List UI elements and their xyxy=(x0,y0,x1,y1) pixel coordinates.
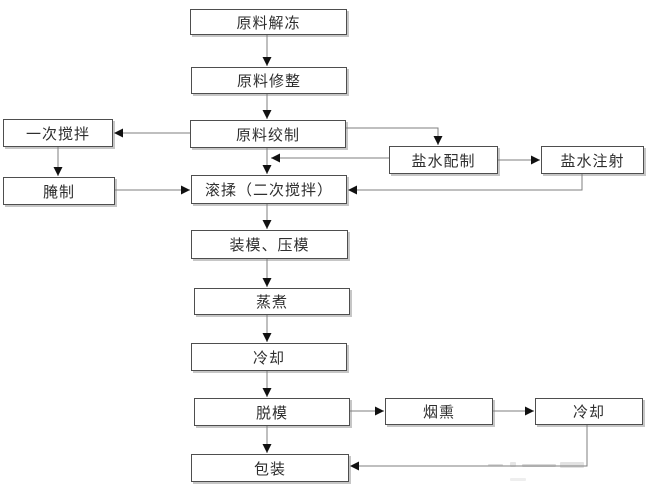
watermark-artifact xyxy=(560,462,584,468)
watermark-artifact xyxy=(510,462,516,467)
node-trim: 原料修整 xyxy=(191,67,347,94)
node-tumble: 滚揉（二次搅拌） xyxy=(191,175,347,204)
node-first-mix: 一次搅拌 xyxy=(3,119,113,147)
node-mold-press: 装模、压模 xyxy=(191,230,348,259)
watermark-artifact xyxy=(488,464,503,466)
edge-grind-brine-prep xyxy=(346,127,443,145)
node-brine-prep: 盐水配制 xyxy=(389,146,498,174)
node-cure: 腌制 xyxy=(3,177,115,205)
node-grind: 原料绞制 xyxy=(190,120,346,148)
node-demold: 脱模 xyxy=(194,398,350,426)
node-thaw: 原料解冻 xyxy=(190,9,347,35)
node-smoke: 烟熏 xyxy=(385,398,493,425)
node-cool-2: 冷却 xyxy=(535,398,643,425)
node-cook: 蒸煮 xyxy=(194,288,350,315)
edge-brine-inject-tumble xyxy=(348,174,583,195)
watermark-artifact xyxy=(510,478,526,481)
node-brine-inject: 盐水注射 xyxy=(541,146,644,174)
watermark-artifact xyxy=(522,464,556,467)
node-cool-1: 冷却 xyxy=(191,343,347,371)
node-pack: 包装 xyxy=(191,454,349,482)
edge-cool2-pack xyxy=(350,425,588,471)
